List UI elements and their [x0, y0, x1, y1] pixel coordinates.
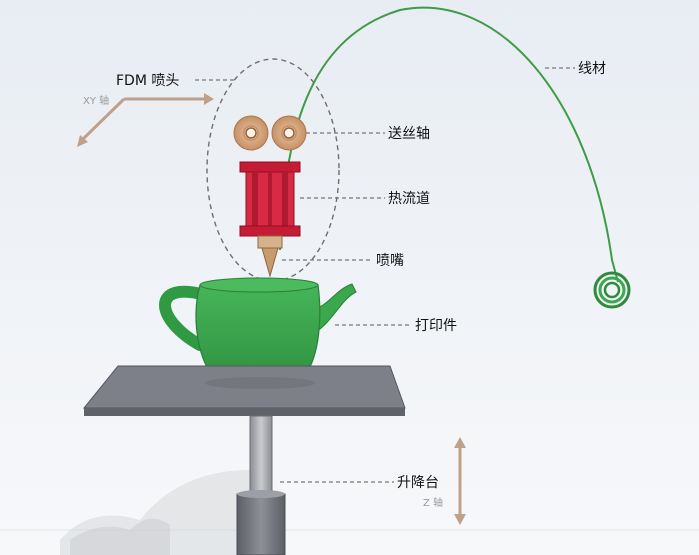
label-print-part: 打印件 — [415, 317, 457, 334]
teapot-print-part — [159, 277, 357, 388]
label-filament: 线材 — [578, 61, 606, 77]
nozzle-group-outline — [206, 58, 340, 282]
leader-lines — [195, 67, 575, 483]
nozzle-tip — [257, 235, 283, 278]
label-nozzle: 喷嘴 — [376, 253, 404, 269]
label-xy-axis: XY 轴 — [83, 94, 109, 107]
hot-runner — [239, 161, 301, 237]
feed-roller-right-hub — [283, 127, 295, 139]
floor-shadow-dark — [70, 518, 170, 555]
z-axis-arrow-icon — [454, 437, 466, 525]
xy-axis-arrow-icon — [77, 93, 214, 147]
label-feed-roller: 送丝轴 — [388, 126, 430, 142]
label-hot-runner: 热流道 — [388, 191, 430, 207]
lift-base — [236, 493, 286, 555]
build-platform — [82, 365, 406, 416]
lift-base-top — [237, 490, 285, 498]
feed-roller-left-hub — [245, 127, 257, 139]
filament-spool — [593, 271, 631, 309]
label-fdm-nozzle: FDM 喷头 — [116, 73, 179, 89]
label-lift-table: 升降台 — [397, 475, 439, 491]
label-z-axis: Z 轴 — [423, 496, 443, 509]
